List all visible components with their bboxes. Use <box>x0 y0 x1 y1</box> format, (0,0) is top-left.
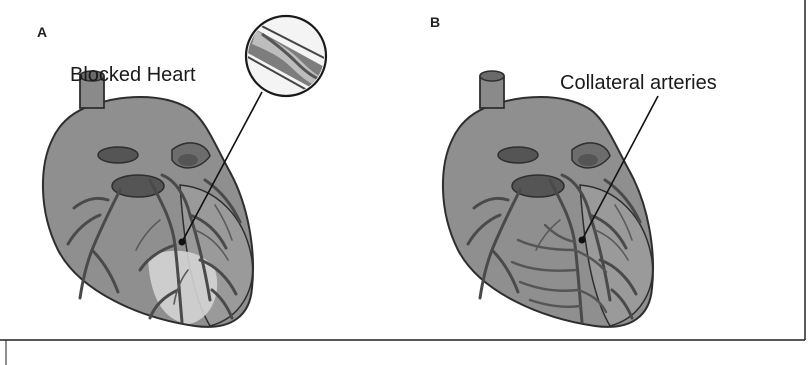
heart-b-opening-1 <box>498 147 538 163</box>
heart-a-opening-1 <box>98 147 138 163</box>
panel-b-letter: B <box>430 14 440 30</box>
blocked-heart-label: Blocked Heart <box>70 64 196 87</box>
collateral-arteries-label: Collateral arteries <box>560 72 717 95</box>
heart-a <box>43 71 253 327</box>
heart-b <box>443 71 658 327</box>
panel-a-letter: A <box>37 24 47 40</box>
